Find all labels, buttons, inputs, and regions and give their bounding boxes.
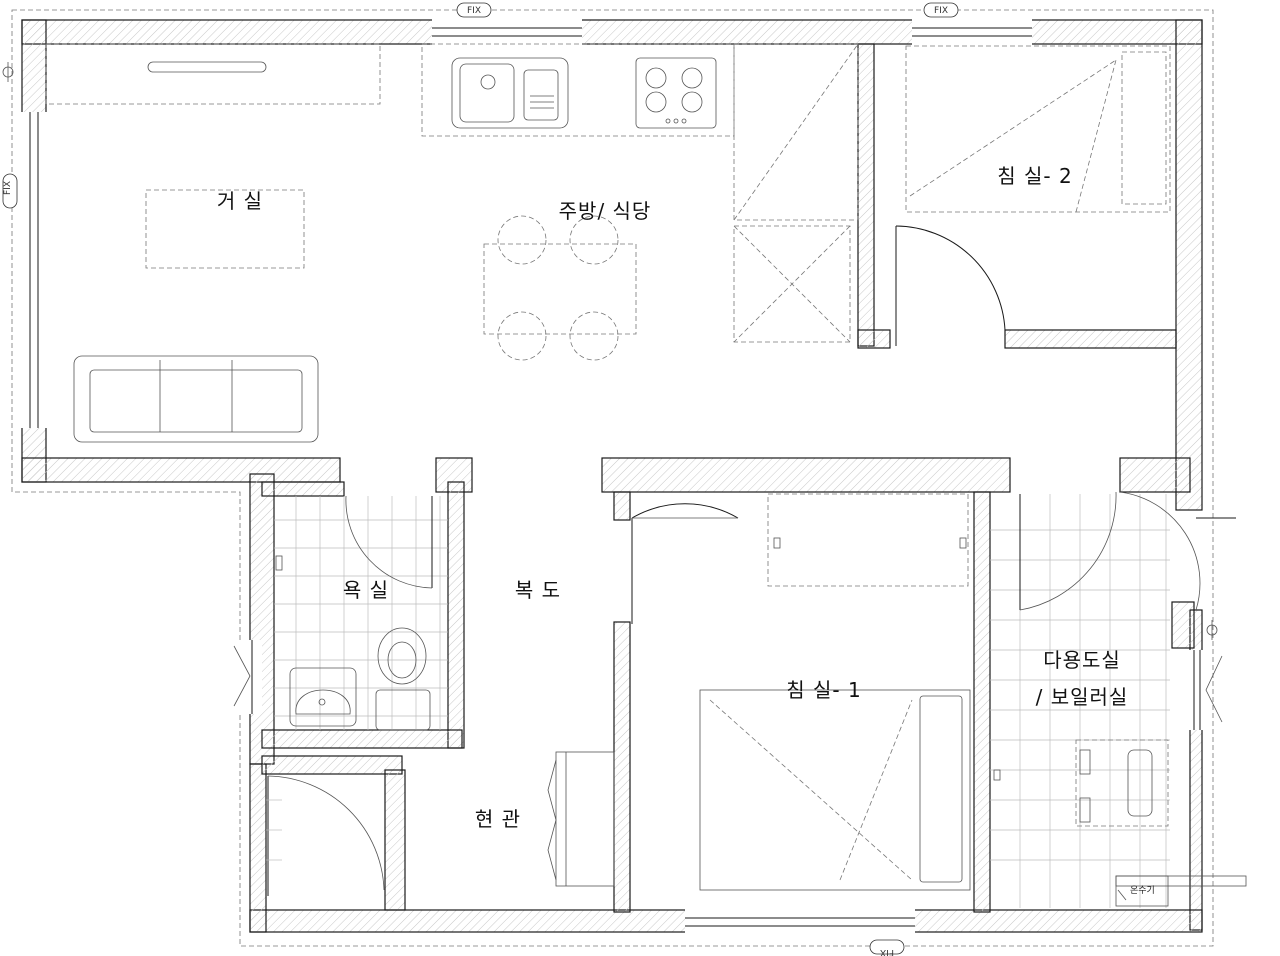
room-label-utility-line2: / 보일러실 bbox=[1036, 685, 1129, 709]
fix-label-top-right: FIX bbox=[934, 6, 948, 16]
fix-label-top-left: FIX bbox=[467, 6, 481, 16]
room-label-living: 거 실 bbox=[217, 189, 263, 213]
fix-label-bottom: FIX bbox=[880, 947, 894, 956]
outer-boundary bbox=[11, 9, 1214, 947]
bedroom1-furniture bbox=[631, 493, 971, 891]
room-label-bedroom2: 침 실- 2 bbox=[997, 164, 1072, 188]
fix-tag-top-right: FIX bbox=[923, 2, 959, 18]
fix-tag-bottom: FIX bbox=[869, 939, 905, 956]
bathroom-fixtures bbox=[274, 495, 448, 731]
room-label-entrance: 현 관 bbox=[475, 807, 521, 831]
room-label-bathroom: 욕 실 bbox=[343, 578, 389, 602]
room-label-corridor: 복 도 bbox=[515, 578, 561, 602]
fix-label-left: FIX bbox=[3, 181, 13, 195]
room-label-bedroom1: 침 실- 1 bbox=[786, 678, 861, 702]
sink bbox=[451, 57, 569, 129]
fix-tag-top-left: FIX bbox=[456, 2, 492, 18]
utility-fixtures: 온수기 bbox=[990, 491, 1247, 908]
room-label-kitchen: 주방/ 식당 bbox=[559, 199, 652, 223]
kitchen-furniture bbox=[421, 43, 859, 361]
bedroom2-furniture bbox=[895, 45, 1171, 346]
entrance-fixtures bbox=[266, 751, 615, 896]
fix-tag-left: FIX bbox=[2, 173, 18, 209]
room-label-utility-line1: 다용도실 bbox=[1043, 648, 1121, 672]
cooktop bbox=[635, 57, 717, 129]
water-heater-label: 온수기 bbox=[1130, 885, 1155, 896]
exterior-walls bbox=[21, 19, 1203, 933]
interior-walls bbox=[261, 43, 1195, 913]
window-openings bbox=[20, 18, 1223, 934]
living-furniture bbox=[45, 43, 381, 443]
